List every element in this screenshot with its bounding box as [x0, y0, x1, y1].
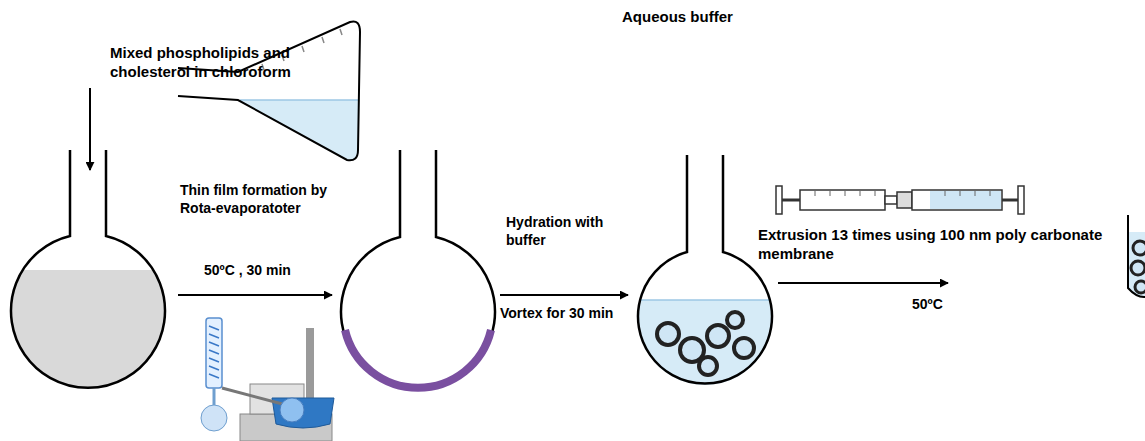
step-label: 50ºC [912, 296, 943, 314]
step-label: Vortex for 30 min [500, 305, 613, 323]
step-arrow [500, 294, 628, 296]
step-arrow [178, 294, 332, 296]
step-label: Thin film formation by Rota-evaporatoter [180, 182, 356, 217]
lipid-film [345, 330, 491, 388]
rotary-evaporator [201, 318, 334, 441]
input-arrow [89, 88, 91, 170]
conical-flask [170, 21, 370, 170]
round-bottom-flask [0, 150, 180, 400]
step-label: 50ºC , 30 min [204, 262, 291, 280]
liposome [657, 312, 754, 375]
round-bottom-flask [630, 155, 780, 390]
step-label: Extrusion 13 times using 100 nm poly car… [758, 226, 1110, 264]
step-label: Mixed phospholipids and cholesterol in c… [110, 44, 342, 82]
test-tube [1120, 215, 1145, 312]
step-arrow [778, 282, 948, 284]
round-bottom-flask [341, 150, 495, 389]
step-label: Aqueous buffer [622, 8, 733, 27]
step-label: Hydration with buffer [506, 214, 634, 249]
extruder-syringes [776, 186, 1024, 214]
